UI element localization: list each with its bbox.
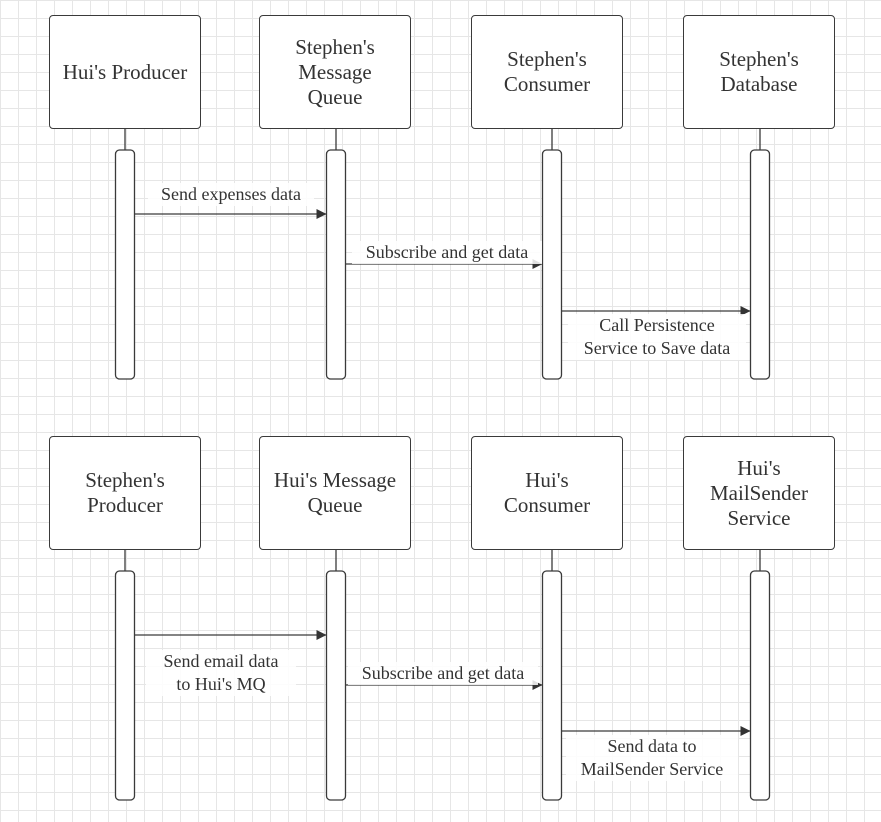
message-label: Send expenses data (148, 183, 314, 206)
activation-bar (325, 570, 347, 801)
message-label: Call Persistence Service to Save data (568, 314, 746, 360)
lifelines-group (114, 129, 771, 801)
participant-label: Hui's Producer (62, 59, 188, 84)
participant-box[interactable]: Hui's Producer (49, 15, 201, 129)
participant-box[interactable]: Stephen's Message Queue (259, 15, 411, 129)
activation-bar (541, 570, 563, 801)
participant-label: Stephen's Database (719, 47, 799, 96)
message-label: Send email data to Hui's MQ (146, 650, 296, 696)
participant-label: Stephen's Producer (85, 468, 165, 517)
participant-box[interactable]: Hui's MailSender Service (683, 436, 835, 550)
participant-box[interactable]: Stephen's Producer (49, 436, 201, 550)
arrows-group (134, 209, 751, 736)
participant-label: Stephen's Message Queue (295, 34, 375, 109)
activation-bar (325, 149, 347, 380)
activation-bar (749, 570, 771, 801)
activation-bar (749, 149, 771, 380)
activation-bar (114, 570, 136, 801)
participant-label: Hui's Consumer (503, 468, 591, 517)
participant-label: Hui's MailSender Service (710, 455, 808, 530)
participant-label: Stephen's Consumer (503, 47, 591, 96)
message-label: Subscribe and get data (348, 662, 538, 685)
participant-box[interactable]: Stephen's Database (683, 15, 835, 129)
activation-bar (114, 149, 136, 380)
participant-box[interactable]: Hui's Message Queue (259, 436, 411, 550)
participant-box[interactable]: Hui's Consumer (471, 436, 623, 550)
message-label: Subscribe and get data (352, 241, 542, 264)
activation-bar (541, 149, 563, 380)
participant-label: Hui's Message Queue (273, 468, 397, 517)
message-label: Send data to MailSender Service (566, 735, 738, 781)
participant-box[interactable]: Stephen's Consumer (471, 15, 623, 129)
